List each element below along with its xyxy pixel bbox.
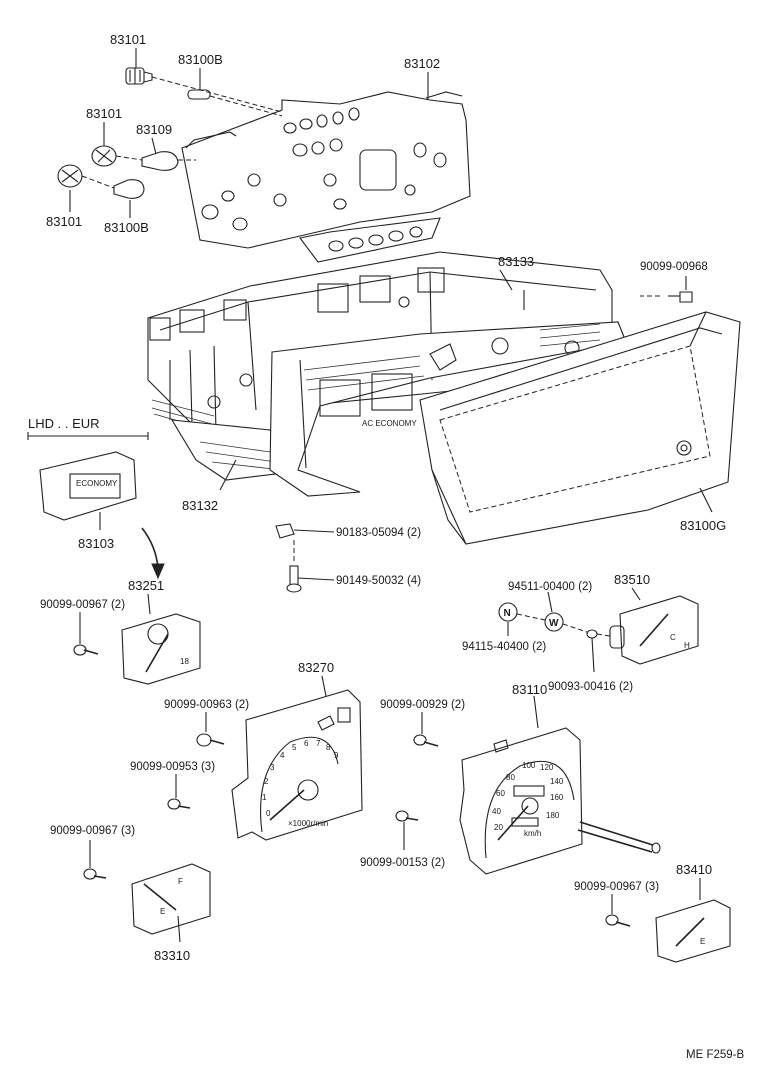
label-90099-00153: 90099-00153 (2) bbox=[360, 857, 445, 869]
screw-90099-00968 bbox=[640, 276, 693, 303]
svg-text:20: 20 bbox=[494, 823, 503, 832]
speedo-unit: km/h bbox=[524, 829, 541, 838]
label-83100b-top: 83100B bbox=[178, 52, 223, 67]
screw-90099-00967-c bbox=[605, 894, 631, 927]
label-83102: 83102 bbox=[404, 56, 440, 71]
temp-mark-e: E bbox=[700, 937, 705, 946]
svg-text:120: 120 bbox=[540, 763, 554, 772]
svg-text:60: 60 bbox=[496, 789, 505, 798]
fuel-mark-e: E bbox=[160, 907, 165, 916]
socket-83101-top bbox=[125, 67, 153, 85]
label-90099-00967-b: 90099-00967 (3) bbox=[50, 825, 135, 837]
econ-text: ECONOMY bbox=[76, 479, 118, 488]
label-83101-mid: 83101 bbox=[86, 106, 122, 121]
label-83510: 83510 bbox=[614, 572, 650, 587]
socket-83101-bot bbox=[57, 164, 83, 188]
top-leaders bbox=[69, 48, 429, 218]
nut-washer-set: N W bbox=[498, 591, 611, 673]
circuit-holes bbox=[201, 107, 447, 252]
washer-symbol: W bbox=[549, 618, 559, 629]
temp-gauge-83510: C H bbox=[609, 587, 699, 665]
cluster-cover-83100g bbox=[419, 311, 741, 545]
label-83270: 83270 bbox=[298, 660, 334, 675]
label-90183-05094: 90183-05094 (2) bbox=[336, 527, 421, 539]
screw-90149-50032 bbox=[286, 540, 335, 593]
svg-text:0: 0 bbox=[266, 809, 271, 818]
bulb-83109 bbox=[141, 151, 179, 171]
label-90099-00929: 90099-00929 (2) bbox=[380, 699, 465, 711]
label-83100g: 83100G bbox=[680, 518, 726, 533]
lhd-eur-bracket bbox=[27, 432, 149, 440]
label-83110: 83110 bbox=[512, 682, 547, 697]
svg-text:1: 1 bbox=[262, 793, 267, 802]
label-90099-00967-a: 90099-00967 (2) bbox=[40, 599, 125, 611]
svg-text:180: 180 bbox=[546, 811, 560, 820]
label-90099-00967-c: 90099-00967 (3) bbox=[574, 881, 659, 893]
label-90099-00963: 90099-00963 (2) bbox=[164, 699, 249, 711]
svg-text:140: 140 bbox=[550, 777, 564, 786]
svg-text:2: 2 bbox=[264, 777, 269, 786]
label-83101-top: 83101 bbox=[110, 32, 146, 47]
svg-text:100: 100 bbox=[522, 761, 536, 770]
screw-90099-00953 bbox=[167, 774, 191, 810]
tacho-numbers: 0 1 2 3 4 5 6 7 8 9 bbox=[262, 739, 339, 818]
speedometer-83110: km/h 20 40 60 80 100 120 140 160 180 bbox=[459, 695, 661, 875]
screw-90099-00967-b bbox=[83, 840, 107, 880]
temp-gauge-83410: E bbox=[655, 878, 731, 963]
nut-symbol: N bbox=[504, 608, 511, 619]
bulb-sockets bbox=[57, 67, 211, 199]
svg-text:5: 5 bbox=[292, 743, 297, 752]
label-90093-00416: 90093-00416 (2) bbox=[548, 681, 633, 693]
speedo-numbers: 20 40 60 80 100 120 140 160 180 bbox=[492, 761, 564, 832]
part-labels: 83101 83100B 83102 83101 83109 83101 831… bbox=[28, 32, 744, 1061]
clock-mark: 18 bbox=[180, 657, 189, 666]
svg-text:3: 3 bbox=[270, 763, 275, 772]
screw-90099-00929 bbox=[413, 712, 439, 747]
label-83103: 83103 bbox=[78, 536, 114, 551]
fuel-gauge-83310: E F bbox=[131, 863, 211, 943]
arrow-econ-to-clock bbox=[141, 527, 165, 580]
label-83132: 83132 bbox=[182, 498, 218, 513]
label-lhd-eur: LHD . . EUR bbox=[28, 416, 100, 431]
svg-text:7: 7 bbox=[316, 739, 321, 748]
tachometer-83270: ×1000r/min 0 1 2 3 4 5 6 7 8 9 bbox=[231, 675, 363, 841]
label-90099-00953: 90099-00953 (3) bbox=[130, 761, 215, 773]
svg-text:6: 6 bbox=[304, 739, 309, 748]
label-83100b-bot: 83100B bbox=[104, 220, 149, 235]
label-83109: 83109 bbox=[136, 122, 172, 137]
socket-83101-mid bbox=[91, 145, 117, 167]
temp-mark-c: C bbox=[670, 633, 676, 642]
clock-83251: 18 bbox=[121, 593, 201, 685]
label-90099-00968: 90099-00968 bbox=[640, 261, 708, 273]
label-83133: 83133 bbox=[498, 254, 534, 269]
combination-meter-83133: AC ECONOMY bbox=[269, 290, 627, 497]
label-83251: 83251 bbox=[128, 578, 164, 593]
svg-text:4: 4 bbox=[280, 751, 285, 760]
svg-text:8: 8 bbox=[326, 743, 331, 752]
bulb-83100b-bot bbox=[113, 179, 145, 199]
label-83310: 83310 bbox=[154, 948, 190, 963]
clip-90183-05094 bbox=[275, 523, 335, 539]
label-94115-40400: 94115-40400 (2) bbox=[462, 641, 546, 653]
ac-economy-text: AC ECONOMY bbox=[362, 419, 417, 428]
temp-mark-h: H bbox=[684, 641, 690, 650]
fuel-mark-f: F bbox=[178, 877, 183, 886]
reference-code: ME F259-B bbox=[686, 1049, 744, 1061]
svg-text:160: 160 bbox=[550, 793, 564, 802]
tacho-unit: ×1000r/min bbox=[288, 819, 328, 828]
screw-90099-00153 bbox=[395, 810, 419, 850]
label-94511-00400: 94511-00400 (2) bbox=[508, 581, 592, 593]
label-90149-50032: 90149-50032 (4) bbox=[336, 575, 421, 587]
econ-meter-83103: ECONOMY bbox=[39, 451, 137, 530]
svg-text:9: 9 bbox=[334, 751, 339, 760]
printed-circuit-83102 bbox=[181, 91, 471, 263]
screw-90099-00967-a bbox=[73, 612, 99, 656]
svg-text:80: 80 bbox=[506, 773, 515, 782]
label-83101-bot: 83101 bbox=[46, 214, 82, 229]
svg-text:40: 40 bbox=[492, 807, 501, 816]
label-83410: 83410 bbox=[676, 862, 712, 877]
screw-90099-00963 bbox=[196, 712, 225, 747]
main-leaders bbox=[219, 269, 713, 513]
